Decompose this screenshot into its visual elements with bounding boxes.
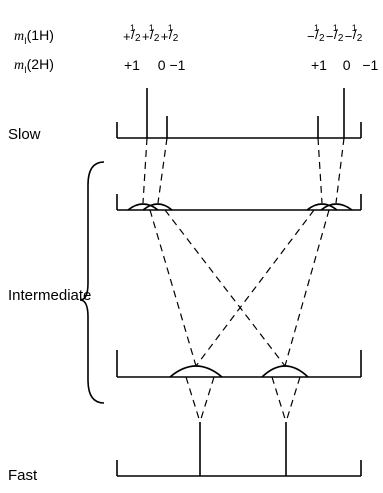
mI-symbol: m	[14, 29, 25, 44]
mI-subscript: I	[24, 36, 27, 46]
row1-label: mI(1H)	[14, 27, 54, 46]
g2-value-minus1: −1	[362, 57, 379, 73]
traj-left-to-left	[149, 209, 197, 367]
traj-d-upper	[335, 137, 345, 204]
exchange-trajectories	[142, 137, 345, 423]
g1-value-minus1: −1	[169, 57, 186, 73]
traj-b-upper	[157, 137, 168, 204]
traj-left-to-right	[164, 209, 286, 367]
traj-right-to-right	[284, 209, 330, 367]
group1-mI-2H: +1 0 −1	[124, 58, 185, 72]
frac-g1-3: +1/2	[160, 23, 179, 44]
row2-label: mI(2H)	[14, 56, 54, 75]
traj-c-upper	[317, 137, 323, 204]
fast-spectrum	[116, 422, 362, 477]
fast-label: Fast	[8, 467, 38, 484]
traj-fast-right-a	[271, 376, 287, 423]
int1-hump-a	[127, 203, 159, 211]
intermediate-spectrum-1	[116, 194, 362, 211]
row1-nucleus: (1H)	[26, 27, 54, 43]
g1-value-zero: 0	[157, 57, 166, 73]
intermediate-bracket	[79, 161, 105, 404]
int1-hump-c	[306, 203, 338, 211]
frac-g1-1: +1/2	[123, 23, 141, 44]
frac-g2-3: −1/2	[344, 23, 363, 44]
slow-spectrum	[116, 88, 362, 139]
frac-g2-1: −1/2	[307, 23, 325, 44]
int1-hump-d	[320, 203, 353, 211]
group1-mI-1H: +1/2 +1/2 +1/2	[123, 23, 179, 44]
group2-mI-1H: −1/2 −1/2 −1/2	[307, 23, 363, 44]
intermediate-label: Intermediate	[8, 287, 92, 304]
slow-label: Slow	[8, 126, 41, 143]
traj-right-to-left	[195, 209, 315, 367]
mI-symbol: m	[14, 58, 25, 73]
g2-value-zero: 0	[342, 57, 351, 73]
mI-subscript: I	[24, 65, 27, 75]
frac-g1-2: +1/2	[141, 23, 160, 44]
g1-value-plus1: +1	[124, 57, 140, 73]
traj-fast-left-b	[199, 376, 215, 423]
int1-hump-b	[142, 203, 173, 211]
g2-value-plus1: +1	[311, 57, 327, 73]
int2-hump-right	[261, 365, 309, 378]
int2-hump-left	[169, 365, 223, 378]
intermediate-spectrum-2	[116, 350, 362, 378]
group2-mI-2H: +1 0 −1	[311, 58, 378, 72]
traj-fast-right-b	[285, 376, 301, 423]
frac-g2-2: −1/2	[325, 23, 344, 44]
row2-nucleus: (2H)	[26, 56, 54, 72]
traj-fast-left-a	[185, 376, 201, 423]
traj-a-upper	[142, 137, 148, 204]
